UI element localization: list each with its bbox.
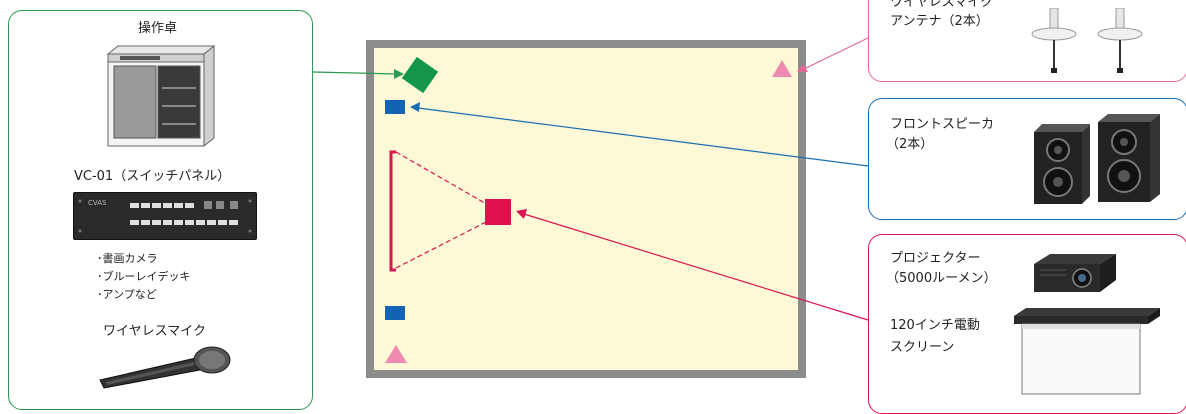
projector-title-line2: （5000ルーメン） <box>886 271 997 286</box>
connector-overlay <box>312 37 869 363</box>
projection-line-top <box>395 151 491 207</box>
control-desk-marker <box>401 56 439 94</box>
speaker-marker-bottom <box>385 306 405 320</box>
antenna-illustration <box>1031 8 1143 73</box>
antenna-title-line2: アンテナ（2本） <box>890 14 989 29</box>
wireless-microphone-illustration <box>99 346 231 389</box>
device-item-amplifier: ･アンプなど <box>97 288 157 301</box>
speaker-marker-top <box>385 100 405 114</box>
switch-panel-device: CVAS <box>73 192 257 240</box>
speaker-connector <box>417 107 869 167</box>
device-item-bluray: ･ブルーレイデッキ <box>97 270 191 283</box>
antenna-title-line1: ワイヤレスマイク <box>890 0 993 10</box>
switch-panel-logo: CVAS <box>88 199 107 207</box>
antenna-marker-bottom <box>385 345 407 363</box>
screen-title-line2: スクリーン <box>890 340 955 355</box>
speaker-title-line1: フロントスピーカ <box>890 117 995 132</box>
antenna-marker-top <box>772 60 792 77</box>
wireless-mic-title: ワイヤレスマイク <box>103 324 206 339</box>
switch-panel-buttons <box>78 199 252 233</box>
projector-marker <box>485 199 511 225</box>
speaker-title-line2: （2本） <box>886 137 934 152</box>
speaker-illustration <box>1034 114 1160 204</box>
room-floor-plan <box>366 40 806 378</box>
antenna-connector <box>803 37 869 70</box>
control-desk-illustration <box>106 44 216 148</box>
projection-line-bottom <box>395 219 491 269</box>
projector-title-line1: プロジェクター <box>890 251 981 266</box>
screen-illustration <box>1014 308 1160 395</box>
projector-connector <box>523 213 869 321</box>
screen-title-line1: 120インチ電動 <box>890 318 980 333</box>
projector-illustration <box>1034 254 1116 292</box>
control-desk-connector <box>312 71 398 75</box>
switch-panel-title: VC-01（スイッチパネル） <box>74 169 231 184</box>
antenna-panel <box>868 0 1186 82</box>
screen-marker <box>389 150 396 272</box>
device-item-document-camera: ･書画カメラ <box>97 252 158 265</box>
console-title: 操作卓 <box>138 21 178 36</box>
